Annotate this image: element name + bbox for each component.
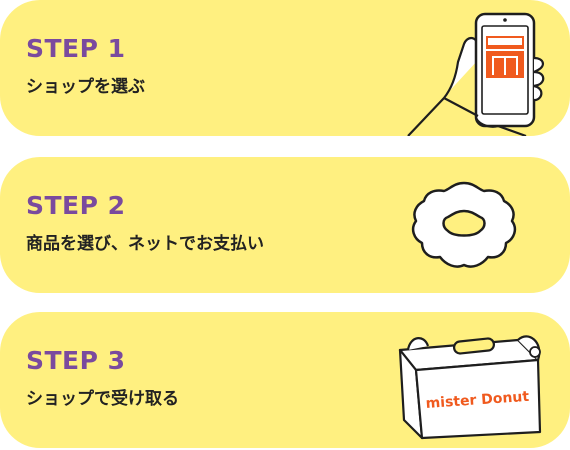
step-2-card: STEP 2 商品を選び、ネットでお支払い: [0, 157, 570, 293]
step-1-title: STEP 1: [26, 34, 126, 63]
box-logo-text: mister Donut: [425, 389, 530, 412]
step-2-title: STEP 2: [26, 191, 126, 220]
donut-box-icon: mister Donut: [398, 335, 542, 440]
step-3-description: ショップで受け取る: [26, 389, 179, 409]
step-3-card: STEP 3 ショップで受け取る mister Donut: [0, 312, 570, 448]
step-2-description: 商品を選び、ネットでお支払い: [26, 234, 264, 254]
hand-holding-smartphone-icon: [407, 12, 545, 136]
donut-icon: [411, 181, 517, 268]
step-3-title: STEP 3: [26, 346, 126, 375]
step-1-description: ショップを選ぶ: [26, 77, 145, 97]
step-1-card: STEP 1 ショップを選ぶ: [0, 0, 570, 136]
shop-icon: [486, 36, 524, 78]
